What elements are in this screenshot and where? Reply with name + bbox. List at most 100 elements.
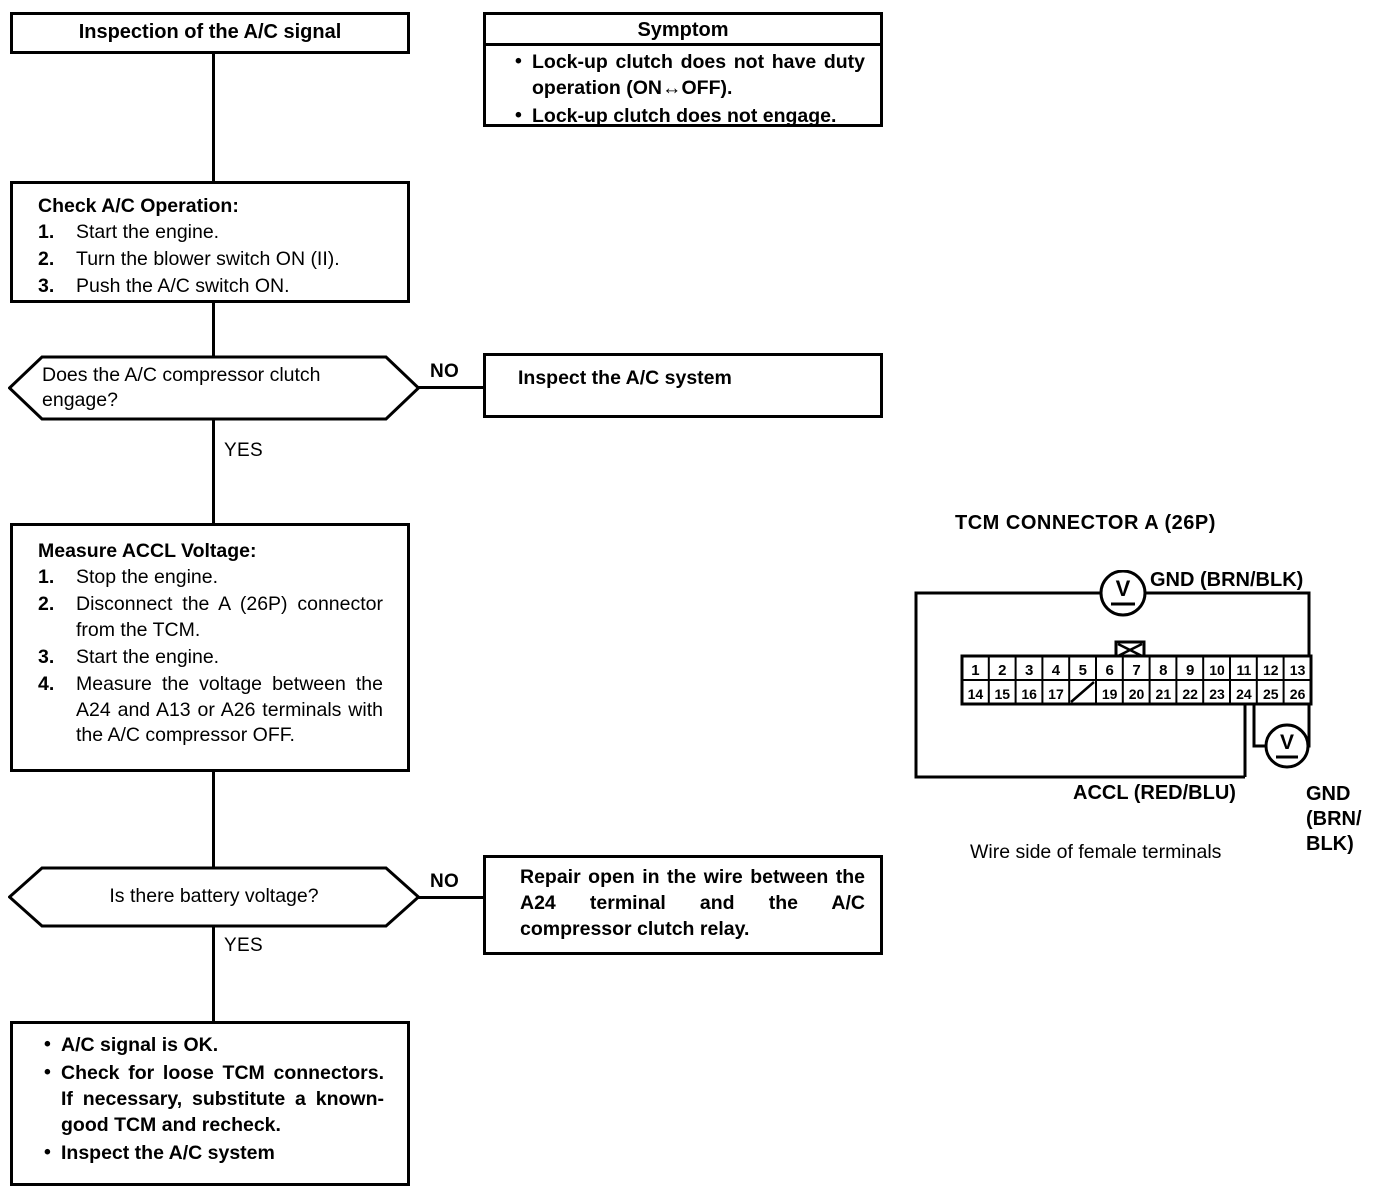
step-text: Measure the voltage between the A24 and … bbox=[76, 672, 383, 747]
blank-pin-slash-icon bbox=[1070, 681, 1095, 703]
connector-decision1-yes bbox=[212, 419, 215, 525]
list-item: 2.Disconnect the A (26P) connector from … bbox=[38, 592, 383, 644]
svg-text:V: V bbox=[1280, 731, 1294, 754]
pin-number: 9 bbox=[1186, 662, 1194, 679]
pin-number: 8 bbox=[1159, 662, 1167, 679]
step-text: Start the engine. bbox=[76, 220, 220, 243]
final-result-list: •A/C signal is OK. •Check for loose TCM … bbox=[44, 1033, 384, 1167]
final-result-box bbox=[10, 1021, 410, 1186]
gnd-bottom-line3: BLK) bbox=[1306, 833, 1354, 855]
decision-battery-voltage: Is there battery voltage? bbox=[8, 866, 420, 928]
voltmeter-bottom-icon: V bbox=[1264, 723, 1310, 769]
step-number: 1. bbox=[38, 565, 55, 588]
pin-number: 4 bbox=[1052, 662, 1061, 679]
check-ac-operation-content: Check A/C Operation: 1. Start the engine.… bbox=[38, 194, 388, 301]
step-text: Turn the blower switch ON (II). bbox=[76, 247, 340, 270]
connector-decision2-yes bbox=[212, 926, 215, 1023]
connector-lock-tab-icon bbox=[1114, 640, 1146, 660]
connector-schematic: V V bbox=[914, 570, 1313, 779]
pin-number: 20 bbox=[1129, 686, 1145, 702]
pin-number: 24 bbox=[1236, 686, 1252, 702]
symptom-header: Symptom bbox=[637, 19, 729, 41]
pin-number: 2 bbox=[998, 662, 1006, 679]
pin-number: 15 bbox=[994, 686, 1010, 702]
svg-text:V: V bbox=[1116, 576, 1131, 601]
voltmeter-top-icon: V bbox=[1099, 570, 1147, 617]
list-item: 2. Turn the blower switch ON (II). bbox=[38, 247, 388, 273]
step-number: 3. bbox=[38, 645, 55, 668]
gnd-bottom-line1: GND bbox=[1306, 783, 1351, 805]
list-item: •Lock-up clutch does not have duty opera… bbox=[515, 50, 865, 99]
pin-number: 23 bbox=[1209, 686, 1225, 702]
inspect-ac-system-label: Inspect the A/C system bbox=[518, 367, 732, 389]
pin-number: 5 bbox=[1079, 662, 1087, 679]
symptom-header-divider bbox=[483, 43, 883, 46]
check-ac-operation-steps: 1. Start the engine. 2. Turn the blower sw… bbox=[38, 220, 388, 300]
list-item: •Inspect the A/C system bbox=[44, 1140, 275, 1164]
pin-number: 25 bbox=[1263, 686, 1279, 702]
gnd-top-wire-path bbox=[1145, 591, 1311, 656]
pin-number: 10 bbox=[1209, 662, 1225, 678]
gnd-bottom-label: GND (BRN/ BLK) bbox=[1306, 782, 1376, 857]
measure-accl-voltage-box bbox=[10, 523, 410, 772]
measure-accl-voltage-title: Measure ACCL Voltage: bbox=[38, 540, 257, 562]
pin-number: 16 bbox=[1021, 686, 1037, 702]
pin-number: 12 bbox=[1263, 662, 1279, 678]
step-number: 1. bbox=[38, 220, 55, 243]
decision1-no-label: NO bbox=[430, 361, 460, 382]
pin-number: 17 bbox=[1048, 686, 1064, 702]
decision-clutch-engage: Does the A/C compressor clutch engage? bbox=[8, 355, 420, 421]
wire-side-caption: Wire side of female terminals bbox=[970, 841, 1222, 863]
pin-number: 26 bbox=[1290, 686, 1306, 702]
step-number: 2. bbox=[38, 247, 55, 270]
measure-accl-voltage-steps: 1. Stop the engine. 2.Disconnect the A (2… bbox=[38, 565, 383, 749]
bullet-icon: • bbox=[515, 50, 522, 72]
final-result-content: •A/C signal is OK. •Check for loose TCM … bbox=[44, 1033, 384, 1169]
connector-check-to-decision1 bbox=[212, 303, 215, 357]
pin-number: 6 bbox=[1105, 662, 1113, 679]
symptom-item-list: •Lock-up clutch does not have duty opera… bbox=[515, 50, 865, 130]
measure-accl-voltage-content: Measure ACCL Voltage: 1. Stop the engine.… bbox=[38, 539, 383, 750]
connector-measure-to-decision2 bbox=[212, 772, 215, 868]
start-box-label: Inspection of the A/C signal bbox=[78, 21, 342, 43]
step-text: Push the A/C switch ON. bbox=[76, 274, 290, 297]
step-text: Disconnect the A (26P) connector from th… bbox=[76, 592, 383, 641]
repair-open-wire-label: Repair open in the wire between the A24 … bbox=[520, 866, 865, 940]
list-item: •Lock-up clutch does not engage. bbox=[515, 103, 837, 127]
symptom-box bbox=[483, 12, 883, 127]
connector-decision2-no bbox=[418, 896, 485, 899]
pin-number: 22 bbox=[1182, 686, 1198, 702]
decision1-yes-label: YES bbox=[224, 440, 263, 461]
pin-number: 21 bbox=[1156, 686, 1172, 702]
gnd-top-label: GND (BRN/BLK) bbox=[1150, 569, 1304, 591]
pin-number: 7 bbox=[1132, 662, 1140, 679]
list-item: 3.Start the engine. bbox=[38, 645, 383, 671]
bullet-icon: • bbox=[515, 103, 522, 126]
decision-battery-question: Is there battery voltage? bbox=[109, 885, 319, 908]
start-box bbox=[10, 12, 410, 54]
pin-number: 1 bbox=[971, 662, 979, 679]
start-box-label-wrap: Inspection of the A/C signal bbox=[10, 19, 410, 46]
accl-wire-path bbox=[914, 591, 1245, 779]
inspect-ac-system-box bbox=[483, 353, 883, 418]
repair-open-wire-box bbox=[483, 855, 883, 955]
symptom-header-wrap: Symptom bbox=[483, 17, 883, 44]
step-text: Stop the engine. bbox=[76, 565, 219, 588]
bullet-icon: • bbox=[44, 1140, 51, 1163]
list-item: •A/C signal is OK. bbox=[44, 1033, 219, 1056]
connector-start-to-check bbox=[212, 54, 215, 181]
pin-number: 19 bbox=[1102, 686, 1118, 702]
list-item: 1. Stop the engine. bbox=[38, 565, 383, 591]
bullet-icon: • bbox=[44, 1060, 51, 1083]
list-item: 3. Push the A/C switch ON. bbox=[38, 274, 388, 300]
connector-decision1-no bbox=[418, 386, 485, 389]
tcm-connector-title: TCM CONNECTOR A (26P) bbox=[955, 512, 1216, 534]
step-number: 4. bbox=[38, 672, 55, 695]
decision-battery-text-wrap: Is there battery voltage? bbox=[8, 866, 420, 928]
check-ac-operation-title: Check A/C Operation: bbox=[38, 195, 239, 217]
decision2-yes-label: YES bbox=[224, 935, 263, 956]
step-number: 3. bbox=[38, 274, 55, 297]
